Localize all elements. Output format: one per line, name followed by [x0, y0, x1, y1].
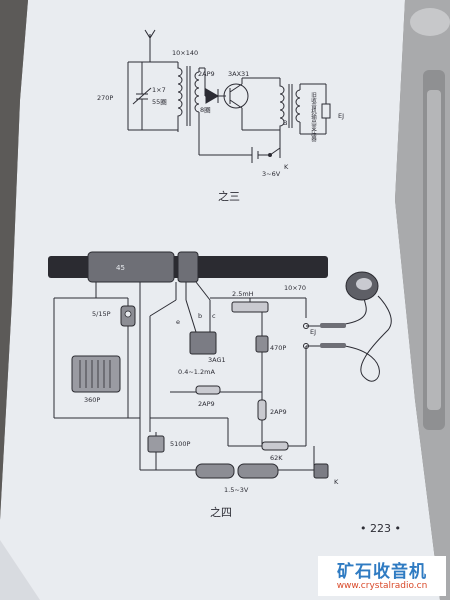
watermark-url: www.crystalradio.cn: [336, 581, 428, 591]
fig4-res-label: 62K: [270, 454, 283, 462]
fig4-diode1-label: 2AP9: [198, 400, 215, 408]
watermark-title: 矿石收音机: [337, 562, 427, 582]
figure3-circuit: [127, 29, 331, 163]
fig3-ej-label: EJ: [338, 112, 344, 120]
earphone-cap: [356, 278, 372, 290]
fig3-transformer-note: 旧收音机输出变压器: [310, 92, 317, 143]
switch-k-icon: [313, 463, 329, 479]
fig4-choke-label: 2.5mH: [232, 290, 254, 298]
earphone-icon: [321, 103, 331, 119]
transistor-3ag1-icon: [189, 331, 217, 355]
rod-coil-small: [177, 251, 199, 283]
fig3-battery-label: 3~6V: [262, 170, 281, 178]
cap5100-icon: [147, 435, 165, 453]
ej-jack-bottom: [303, 343, 309, 349]
battery-cell-2-icon: [237, 463, 279, 479]
battery-cell-1-icon: [195, 463, 235, 479]
trimmer-knob: [124, 310, 132, 318]
fig3-transistor-label: 3AX31: [228, 70, 249, 78]
ej-plug-bottom: [320, 343, 346, 348]
fig3-coil-turns: 1×7: [152, 86, 166, 94]
variable-capacitor-plates: [79, 360, 111, 388]
wrench-handle-highlight: [427, 90, 441, 410]
switch-icon: [269, 147, 281, 156]
transformer-primary-icon: [279, 78, 285, 130]
fig4-diode2-label: 2AP9: [270, 408, 287, 416]
transformer-secondary-icon: [295, 89, 301, 123]
rod-coil: [87, 251, 175, 283]
fig3-k-label: K: [284, 163, 289, 171]
primary-coil-icon: [177, 62, 183, 132]
page-curl: [0, 540, 40, 600]
diode-2ap9-a-icon: [195, 385, 221, 395]
page-number: • 223 •: [360, 522, 401, 535]
ej-plug-top: [320, 323, 346, 328]
fig3-diode-label: 2AP9: [198, 70, 215, 78]
fig4-ej-label: EJ: [310, 328, 316, 336]
choke-icon: [231, 301, 269, 313]
ej-jack-top: [303, 323, 309, 329]
fig3-diode-turns: 8圈: [200, 106, 211, 114]
fig4-b-label: b: [198, 312, 202, 320]
figure4-wires: [53, 281, 392, 471]
diode-2ap9-b-icon: [257, 399, 267, 421]
fig4-transistor-label: 3AG1: [208, 356, 226, 364]
figure4-circuit: 45: [48, 251, 392, 479]
tap-b-run: [185, 299, 197, 333]
earphone-cable-bottom: [344, 295, 392, 382]
diode-icon: [205, 88, 219, 104]
fig4-phone-spec: 10×70: [284, 284, 306, 292]
switch-pivot: [268, 153, 272, 157]
fig4-cap470-label: 470P: [270, 344, 286, 352]
fig4-current-label: 0.4~1.2mA: [178, 368, 215, 376]
watermark-logo: 矿石收音机 www.crystalradio.cn: [318, 556, 446, 596]
tap-c: [195, 281, 211, 301]
secondary-coil-icon: [194, 71, 200, 113]
fig3-caption: 之三: [218, 189, 240, 203]
resistor-62k-icon: [261, 441, 289, 451]
fig4-trimmer-label: 5/15P: [92, 310, 111, 318]
fig4-varicap-label: 360P: [84, 396, 100, 404]
fig3-b-label: B: [283, 119, 287, 127]
transistor-icon: [223, 83, 249, 109]
paper-page: [0, 0, 440, 600]
fig3-cap-label: 270P: [97, 94, 113, 102]
fig4-c-label: c: [212, 312, 216, 320]
transistor-collector: [229, 83, 243, 93]
variable-capacitor-icon: [71, 355, 121, 393]
book-shadow: [0, 0, 28, 520]
fig4-rod-label: 45: [116, 264, 125, 272]
transistor-emitter: [229, 99, 243, 109]
fig3-coil-spec: 10×140: [172, 49, 198, 57]
cap470-icon: [255, 335, 269, 353]
fig3-coil-count: 55圈: [152, 98, 167, 106]
fig4-cap5100-label: 5100P: [170, 440, 191, 448]
wrench-jaw: [410, 8, 450, 36]
cap270-arrow: [132, 87, 152, 105]
fig4-k-label: K: [334, 478, 339, 486]
fig4-caption: 之四: [210, 505, 232, 519]
antenna-icon: [144, 29, 156, 39]
fig4-e-label: e: [176, 318, 180, 326]
tap-e-run: [149, 299, 177, 317]
fig4-battery-label: 1.5~3V: [224, 486, 249, 494]
